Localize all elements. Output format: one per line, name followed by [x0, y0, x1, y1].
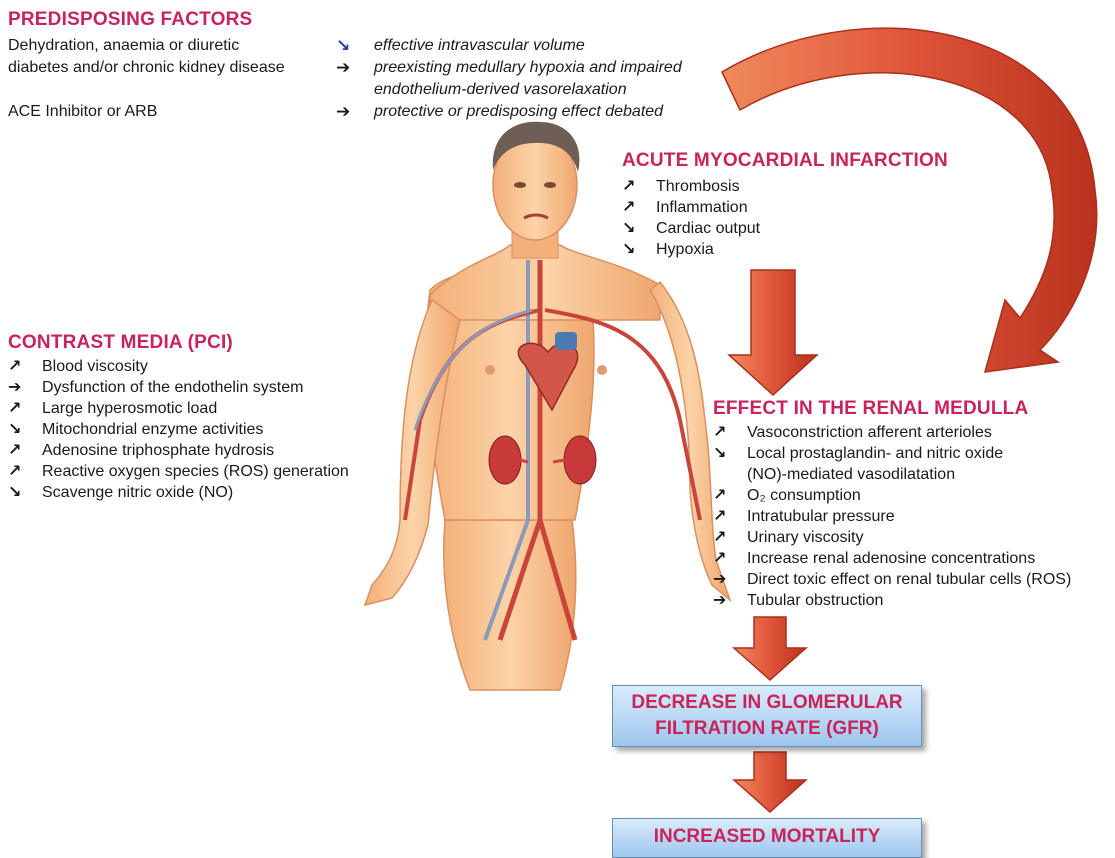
- predisposing-label-3: ACE Inhibitor or ARB: [8, 102, 157, 122]
- decrease-arrow-icon: ↘: [336, 36, 350, 56]
- list-item: ↗Vasoconstriction afferent arterioles: [713, 422, 1071, 443]
- gfr-box-line-2: FILTRATION RATE (GFR): [613, 716, 921, 742]
- trend-arrow-icon: ↘: [622, 239, 642, 260]
- list-item: ↘Hypoxia: [622, 239, 760, 260]
- list-item: ↗Urinary viscosity: [713, 527, 1071, 548]
- predisposing-effect-1: effective intravascular volume: [374, 36, 585, 56]
- trend-arrow-icon: ↗: [713, 506, 733, 527]
- list-item: ↗Reactive oxygen species (ROS) generatio…: [8, 461, 349, 482]
- trend-arrow-icon: ↗: [713, 422, 733, 443]
- list-item: ↗Intratubular pressure: [713, 506, 1071, 527]
- list-item: ↗Inflammation: [622, 197, 760, 218]
- trend-arrow-icon: ↗: [713, 527, 733, 548]
- mortality-box: INCREASED MORTALITY: [612, 818, 922, 858]
- trend-arrow-icon: ↗: [622, 197, 642, 218]
- list-item: ➔Tubular obstruction: [713, 590, 1071, 611]
- ami-list: ↗Thrombosis ↗Inflammation ↘Cardiac outpu…: [622, 176, 760, 260]
- trend-arrow-icon: ➔: [713, 569, 733, 590]
- neutral-arrow-icon: ➔: [336, 58, 350, 78]
- trend-arrow-icon: ↗: [713, 485, 733, 506]
- renal-list: ↗Vasoconstriction afferent arterioles ↘L…: [713, 422, 1071, 611]
- predisposing-label-1: Dehydration, anaemia or diuretic: [8, 36, 239, 56]
- mortality-box-label: INCREASED MORTALITY: [613, 824, 921, 850]
- list-item: ➔Dysfunction of the endothelin system: [8, 377, 349, 398]
- trend-arrow-icon: ↗: [8, 398, 28, 419]
- gfr-box: DECREASE IN GLOMERULAR FILTRATION RATE (…: [612, 685, 922, 747]
- predisposing-effect-3: protective or predisposing effect debate…: [374, 102, 663, 122]
- list-item: ↗Thrombosis: [622, 176, 760, 197]
- contrast-list: ↗Blood viscosity ➔Dysfunction of the end…: [8, 356, 349, 503]
- trend-arrow-icon: ↗: [622, 176, 642, 197]
- list-item: ↗Adenosine triphosphate hydrosis: [8, 440, 349, 461]
- list-item: ↘Cardiac output: [622, 218, 760, 239]
- trend-arrow-icon: ↘: [8, 482, 28, 503]
- list-item: ↘Scavenge nitric oxide (NO): [8, 482, 349, 503]
- list-item: ↗Blood viscosity: [8, 356, 349, 377]
- renal-heading: EFFECT IN THE RENAL MEDULLA: [713, 398, 1028, 420]
- list-item: ➔Direct toxic effect on renal tubular ce…: [713, 569, 1071, 590]
- trend-arrow-icon: ↗: [8, 356, 28, 377]
- down-arrow-gfr-to-mortality: [734, 752, 806, 812]
- contrast-heading: CONTRAST MEDIA (PCI): [8, 332, 233, 354]
- down-arrow-ami-to-renal: [729, 270, 817, 395]
- trend-arrow-icon: ↗: [713, 548, 733, 569]
- list-item: ↗Increase renal adenosine concentrations: [713, 548, 1071, 569]
- trend-arrow-icon: ↘: [713, 443, 733, 464]
- predisposing-heading: PREDISPOSING FACTORS: [8, 9, 252, 31]
- predisposing-effect-2: preexisting medullary hypoxia and impair…: [374, 58, 682, 78]
- down-arrow-renal-to-gfr: [734, 617, 806, 680]
- trend-arrow-icon: ↘: [622, 218, 642, 239]
- kidney-left-icon: [489, 436, 521, 484]
- list-item: ↘Mitochondrial enzyme activities: [8, 419, 349, 440]
- trend-arrow-icon: ↗: [8, 461, 28, 482]
- trend-arrow-icon: ↘: [8, 419, 28, 440]
- predisposing-label-2: diabetes and/or chronic kidney disease: [8, 58, 285, 78]
- trend-arrow-icon: ➔: [8, 377, 28, 398]
- trend-arrow-icon: ➔: [713, 590, 733, 611]
- list-item: ↗Large hyperosmotic load: [8, 398, 349, 419]
- ami-heading: ACUTE MYOCARDIAL INFARCTION: [622, 150, 948, 172]
- neutral-arrow-icon: ➔: [336, 102, 350, 122]
- kidney-right-icon: [564, 436, 596, 484]
- trend-arrow-icon: ↗: [8, 440, 28, 461]
- predisposing-effect-2-cont: endothelium-derived vasorelaxation: [374, 80, 627, 100]
- list-item: ↗O₂ consumption: [713, 485, 1071, 506]
- gfr-box-line-1: DECREASE IN GLOMERULAR: [613, 690, 921, 716]
- list-item: ↘Local prostaglandin- and nitric oxide(N…: [713, 443, 1071, 485]
